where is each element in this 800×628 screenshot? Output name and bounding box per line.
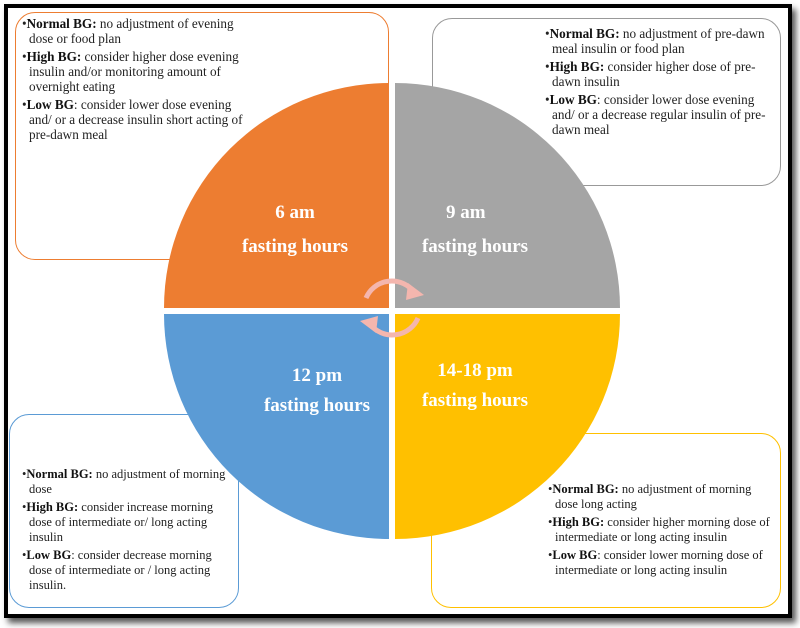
advice-text: consider higher morning dose of intermed… [555,515,770,544]
advice-key: Normal BG: [26,16,97,31]
advice-key: Low BG [26,97,74,112]
advice-item: •Normal BG: no adjustment of evening dos… [22,16,234,46]
fasting-label: fasting hours [263,395,371,416]
advice-9am: •Normal BG: no adjustment of pre-dawn me… [545,26,775,140]
advice-item: •High BG: consider higher dose of pre-da… [545,59,756,89]
advice-key: Normal BG: [552,482,619,496]
quadrant-label-9am: 9 am fasting hours [410,202,540,258]
advice-text: : consider decrease morning dose of inte… [29,548,212,592]
advice-text: no adjustment of morning dose long actin… [555,482,752,511]
advice-item: •Normal BG: no adjustment of pre-dawn me… [545,26,765,56]
advice-12pm: •Normal BG: no adjustment of morning dos… [22,467,234,596]
quadrant-9am [395,83,620,308]
advice-text: consider higher dose evening insulin and… [29,49,239,94]
advice-6am: •Normal BG: no adjustment of evening dos… [22,16,252,145]
advice-item: •Normal BG: no adjustment of morning dos… [548,482,752,511]
advice-key: Low BG [549,92,597,107]
advice-item: •High BG: consider higher dose evening i… [22,49,239,94]
advice-text: : consider lower dose evening and/ or a … [29,97,243,142]
advice-key: High BG: [26,500,79,514]
time-label: 14-18 pm [437,360,513,381]
advice-key: High BG: [26,49,82,64]
arrow-head-icon [360,316,378,333]
advice-key: Low BG [552,548,598,562]
fasting-label: fasting hours [421,390,529,411]
advice-text: : consider lower dose evening and/ or a … [552,92,766,137]
advice-text: consider increase morning dose of interm… [29,500,214,544]
advice-text: no adjustment of evening dose or food pl… [29,16,234,46]
advice-item: •High BG: consider increase morning dose… [22,500,214,544]
advice-text: : consider lower morning dose of interme… [555,548,763,577]
quadrant-label-12pm: 12 pm fasting hours [252,365,382,417]
time-label: 12 pm [291,365,343,386]
time-label: 9 am [446,202,486,223]
advice-item: •Low BG: consider decrease morning dose … [22,548,212,592]
advice-text: no adjustment of pre-dawn meal insulin o… [552,26,765,56]
fasting-label: fasting hours [241,236,349,257]
fasting-label: fasting hours [421,236,529,257]
advice-item: •Normal BG: no adjustment of morning dos… [22,467,226,496]
box-12pm [9,414,239,608]
advice-key: Normal BG: [549,26,620,41]
advice-item: •Low BG: consider lower morning dose of … [548,548,763,577]
time-label: 6 am [275,202,315,223]
advice-text: consider higher dose of pre-dawn insulin [552,59,756,89]
quadrant-12pm [164,314,389,539]
advice-key: High BG: [552,515,605,529]
arrow-head-icon [406,283,424,300]
advice-item: •Low BG: consider lower dose evening and… [545,92,766,137]
quadrant-14-18pm [395,314,620,539]
advice-item: •Low BG: consider lower dose evening and… [22,97,243,142]
advice-key: Normal BG: [26,467,93,481]
quadrant-label-6am: 6 am fasting hours [240,202,350,258]
quadrant-6am [164,83,389,308]
advice-key: Low BG [26,548,72,562]
advice-text: no adjustment of morning dose [29,467,226,496]
advice-key: High BG: [549,59,605,74]
quadrant-label-14-18pm: 14-18 pm fasting hours [405,360,545,412]
advice-14-18pm: •Normal BG: no adjustment of morning dos… [548,482,776,581]
advice-item: •High BG: consider higher morning dose o… [548,515,770,544]
